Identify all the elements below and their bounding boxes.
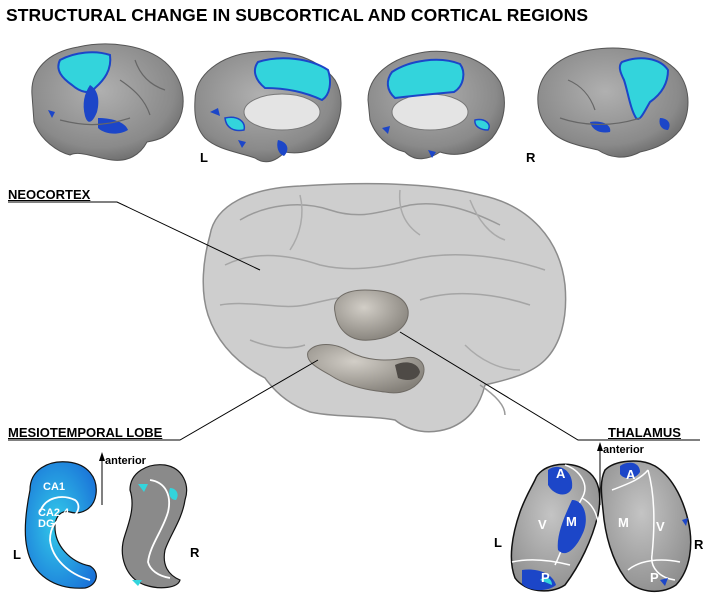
- nucleus-m-right: M: [618, 515, 629, 530]
- hippocampus-right: [121, 464, 188, 589]
- thalamus-3d: [334, 289, 409, 341]
- nucleus-p-left: P: [541, 570, 550, 585]
- leader-neocortex: [8, 201, 261, 271]
- neocortex-label: NEOCORTEX: [8, 187, 91, 202]
- leader-lines: [8, 201, 700, 441]
- hippocampus-right-label: R: [190, 545, 200, 560]
- thalamus-anterior-label: anterior: [603, 444, 644, 456]
- nucleus-v-right: V: [656, 519, 665, 534]
- thalamus-left-nuclei: [510, 463, 601, 592]
- anterior-arrow-thalamus: [597, 442, 603, 505]
- leader-thalamus: [399, 331, 700, 441]
- thalamus-label: THALAMUS: [608, 425, 681, 440]
- leader-mesiotemporal: [8, 359, 319, 441]
- hippocampus-left: [24, 461, 97, 589]
- cortex-left-medial: [194, 50, 342, 163]
- nucleus-v-left: V: [538, 517, 547, 532]
- anterior-arrow-hippocampus: [99, 452, 105, 505]
- hippocampus-anterior-label: anterior: [105, 455, 146, 467]
- cortex-left-label: L: [200, 150, 208, 165]
- thalamus-right-nuclei: [600, 460, 692, 593]
- nucleus-p-right: P: [650, 570, 659, 585]
- nucleus-m-left: M: [566, 514, 577, 529]
- thalamus-left-label: L: [494, 535, 502, 550]
- cortex-right-medial: [367, 50, 505, 160]
- subfield-ca24-label: CA2,4: [38, 507, 70, 519]
- cortex-right-label: R: [526, 150, 536, 165]
- nucleus-a-right: A: [626, 467, 636, 482]
- hippocampus-3d: [307, 344, 425, 394]
- nucleus-a-left: A: [556, 466, 566, 481]
- thalamus-right-label: R: [694, 537, 704, 552]
- mesiotemporal-label: MESIOTEMPORAL LOBE: [8, 425, 163, 440]
- cortex-right-lateral: [537, 47, 689, 158]
- cortex-left-lateral: [31, 43, 184, 161]
- hippocampus-left-label: L: [13, 547, 21, 562]
- figure-title: STRUCTURAL CHANGE IN SUBCORTICAL AND COR…: [6, 5, 589, 25]
- subfield-ca1-label: CA1: [43, 481, 66, 493]
- subfield-dg-label: DG: [38, 518, 55, 530]
